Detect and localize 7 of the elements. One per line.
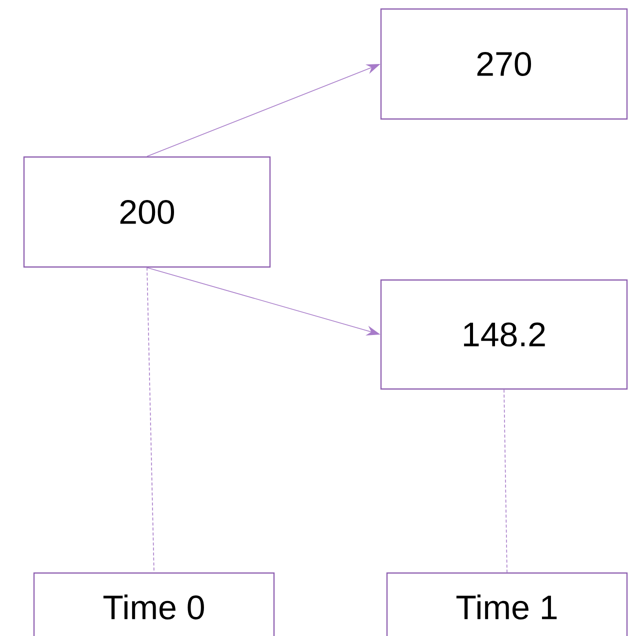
value-box: 148.2 bbox=[380, 279, 628, 390]
time-box: Time 0 bbox=[33, 572, 275, 636]
time-box: Time 1 bbox=[386, 572, 628, 636]
dashed-line bbox=[504, 389, 508, 573]
value-box: 200 bbox=[23, 156, 271, 268]
dashed-line bbox=[146, 267, 154, 573]
value-box: 270 bbox=[380, 8, 628, 120]
